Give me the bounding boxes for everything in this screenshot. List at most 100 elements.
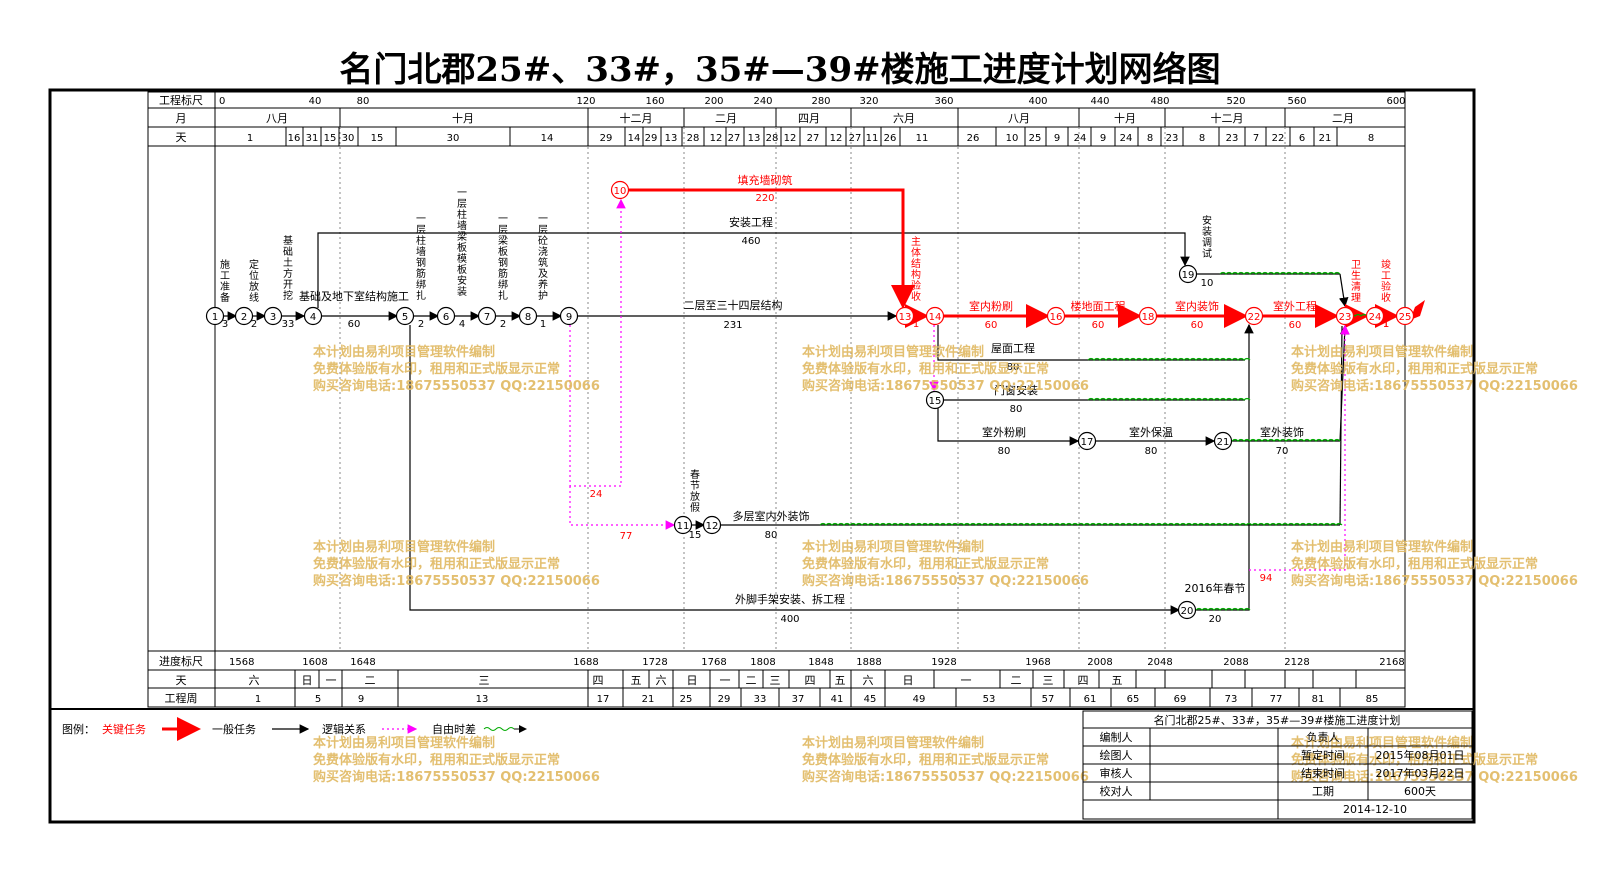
svg-text:墙: 墙 [416,245,426,258]
progress-tick-label: 2168 [1379,657,1404,668]
svg-text:施: 施 [220,258,230,271]
day-cell: 29 [645,133,658,144]
day-cell: 9 [1054,133,1060,144]
float-wave [1087,357,1251,361]
bottom-day-label: 天 [176,674,187,687]
svg-text:浇: 浇 [538,245,548,258]
svg-text:假: 假 [690,501,700,514]
week-cell: 77 [1270,694,1283,705]
task-duration: 60 [985,320,998,331]
task-duration: 1 [1383,319,1389,330]
weekday-cell: 四 [805,674,816,687]
svg-text:土: 土 [283,256,293,269]
week-cell: 61 [1084,694,1097,705]
svg-text:开: 开 [283,280,293,291]
watermark-text: 免费体验版有水印，租用和正式版显示正常 [313,361,560,377]
node-number: 9 [566,312,572,323]
free-float-value: 94 [1260,573,1273,584]
task-duration: 460 [741,236,760,247]
task-duration: 400 [780,614,799,625]
week-cell: 81 [1312,694,1325,705]
node-number: 20 [1181,606,1194,617]
svg-text:方: 方 [283,267,293,280]
weekday-cell: 六 [249,674,260,687]
week-cell: 13 [476,694,489,705]
weekday-cell: 四 [593,674,604,687]
task-duration: 2 [500,319,506,330]
task-duration: 220 [755,193,774,204]
week-cell: 69 [1174,694,1187,705]
legend-logic-label: 逻辑关系 [322,722,366,736]
day-cell: 8 [1199,133,1205,144]
weekday-cell: 三 [479,674,490,687]
network-node [205,306,225,326]
ruler-label: 工程标尺 [159,93,203,107]
progress-tick-label: 1808 [750,657,775,668]
week-cell: 45 [864,694,877,705]
day-cell: 27 [728,133,741,144]
svg-text:一: 一 [416,214,426,225]
ruler-tick-label: 120 [576,96,595,107]
watermark-text: 免费体验版有水印，租用和正式版显示正常 [1291,556,1538,572]
network-node [263,306,283,326]
network-node [559,306,579,326]
task-label-layer: 施工准备3定位放线2基础土方开挖33基础及地下室结构施工60一层柱墙钢筋绑扎2一… [220,173,1391,625]
ruler-tick-label: 280 [811,96,830,107]
watermark-text: 购买咨询电话:18675550537 QQ:22150066 [802,769,1089,785]
day-cell: 9 [1100,133,1106,144]
ruler-tick-label: 320 [859,96,878,107]
week-cell: 17 [597,694,610,705]
logic-arrows [569,198,1350,571]
node-number: 4 [310,312,316,323]
node-number: 8 [525,312,531,323]
network-node [1365,306,1385,326]
svg-text:安: 安 [457,274,467,287]
weekday-cell: 三 [1043,674,1054,687]
svg-text:础: 础 [283,246,293,258]
free-float-value: 77 [620,531,633,542]
watermark-text: 本计划由易利项目管理软件编制 [313,735,495,751]
day-cell: 15 [371,133,384,144]
ruler-tick-label: 200 [704,96,723,107]
svg-text:板: 板 [498,245,508,258]
day-cell: 13 [665,133,678,144]
legend-prefix: 图例： [62,722,95,736]
task-name: 安装工程 [729,215,773,229]
legend-critical-label: 关键任务 [102,722,146,736]
network-node [518,306,538,326]
node-number: 10 [614,186,627,197]
svg-text:层: 层 [498,224,508,236]
task-duration: 1 [913,319,919,330]
task-duration: 60 [1191,320,1204,331]
legend-normal-label: 一般任务 [212,723,256,736]
svg-text:梁: 梁 [498,234,508,247]
ruler-tick-label: 600 [1386,96,1405,107]
svg-text:位: 位 [249,269,259,282]
svg-text:扎: 扎 [498,289,508,302]
watermark-text: 本计划由易利项目管理软件编制 [313,344,495,360]
ruler-tick-label: 0 [219,96,225,107]
day-cell: 25 [1029,133,1042,144]
week-cell: 33 [754,694,767,705]
day-cell: 28 [687,133,700,144]
svg-text:线: 线 [249,291,259,304]
day-cell: 7 [1253,133,1259,144]
network-node [1395,306,1415,326]
day-cell: 13 [748,133,761,144]
watermark-text: 购买咨询电话:18675550537 QQ:22150066 [1291,378,1578,394]
svg-text:层: 层 [538,224,548,236]
ruler-tick-label: 440 [1090,96,1109,107]
week-cell: 65 [1127,694,1140,705]
outer-frame [48,88,1476,824]
watermark-text: 购买咨询电话:18675550537 QQ:22150066 [313,573,600,589]
week-cell: 9 [358,694,364,705]
float-wave [1219,271,1341,275]
watermark-text: 购买咨询电话:18675550537 QQ:22150066 [802,573,1089,589]
watermark-layer: 本计划由易利项目管理软件编制免费体验版有水印，租用和正式版显示正常购买咨询电话:… [313,344,1578,785]
progress-tick-label: 1768 [701,657,726,668]
